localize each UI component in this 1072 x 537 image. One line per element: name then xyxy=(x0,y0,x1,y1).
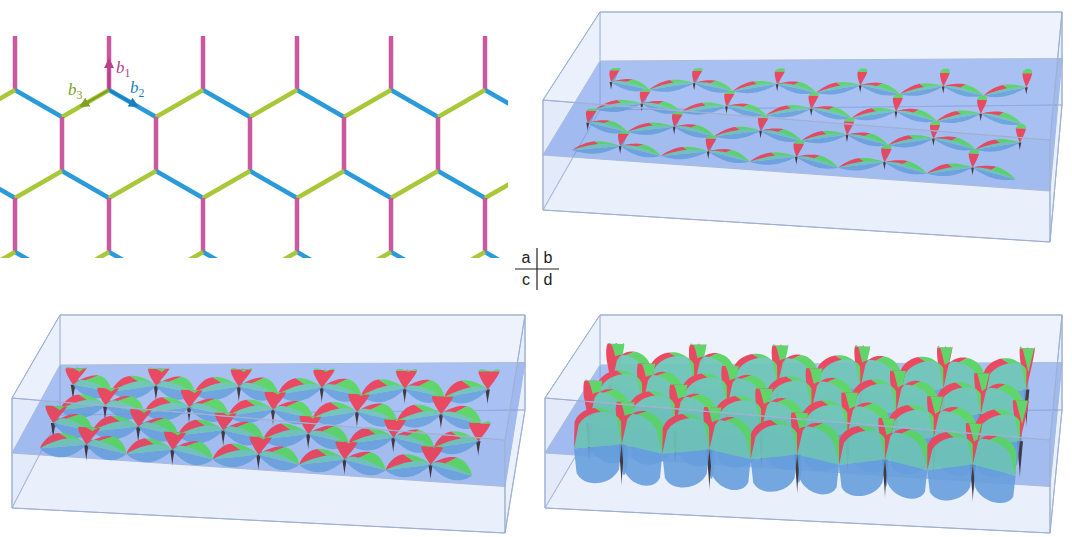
lattice-bond xyxy=(389,36,394,90)
lattice-bond xyxy=(107,198,112,252)
lattice-bond xyxy=(0,171,15,198)
lattice-bond xyxy=(15,90,62,117)
panel-letter: a xyxy=(522,249,531,267)
lattice-bond xyxy=(250,252,297,258)
panel-key-lines xyxy=(515,248,559,290)
vector-label: b1 xyxy=(116,58,130,78)
lattice-bond xyxy=(483,198,488,252)
lattice-bond xyxy=(295,36,300,90)
lattice-bond xyxy=(13,36,18,90)
lattice-bond xyxy=(109,252,156,258)
lattice-bond xyxy=(203,171,250,198)
lattice-bond xyxy=(342,117,347,171)
lattice-bond xyxy=(203,90,250,117)
lattice-bond xyxy=(297,252,344,258)
panel-letter: d xyxy=(544,271,553,289)
vector-label: b3 xyxy=(68,80,82,100)
box-top-face xyxy=(12,315,525,440)
lattice-bond xyxy=(0,90,15,117)
lattice-bond xyxy=(154,117,159,171)
lattice-bond xyxy=(344,90,391,117)
lattice-bond xyxy=(13,198,18,252)
lattice-bond xyxy=(295,198,300,252)
lattice-bond xyxy=(109,171,156,198)
lattice-bond xyxy=(60,117,65,171)
lattice-bond xyxy=(485,90,508,117)
divider-line xyxy=(536,248,537,290)
vector-label: b2 xyxy=(130,78,144,98)
lattice-bond xyxy=(201,198,206,252)
lattice-bond xyxy=(297,171,344,198)
simulation-box xyxy=(545,315,1062,533)
lattice-bond xyxy=(156,171,203,198)
lattice-bond xyxy=(250,90,297,117)
box-top-face xyxy=(545,315,1062,440)
simulation-box xyxy=(12,315,525,533)
vector-arrow xyxy=(108,60,111,90)
lattice-bond xyxy=(485,252,508,258)
lattice-bond xyxy=(15,252,62,258)
lattice-bond xyxy=(391,171,438,198)
lattice-bond xyxy=(436,117,441,171)
lattice-bond xyxy=(485,171,508,198)
panel-letter: c xyxy=(522,271,530,289)
lattice-bond xyxy=(15,171,62,198)
lattice-bond xyxy=(391,90,438,117)
lattice-bond xyxy=(344,252,391,258)
vector-arrow xyxy=(81,90,109,106)
lattice-bond xyxy=(107,36,112,90)
box-top-face xyxy=(543,12,1062,140)
lattice-bond xyxy=(344,171,391,198)
lattice-bond xyxy=(0,252,15,258)
lattice-bond xyxy=(250,171,297,198)
lattice-bond xyxy=(391,252,438,258)
honeycomb-lattice xyxy=(0,36,508,258)
basis-vectors xyxy=(81,60,137,106)
lattice-bond xyxy=(156,90,203,117)
lattice-bond xyxy=(62,171,109,198)
panel-letter: b xyxy=(544,249,553,267)
lattice-bond xyxy=(438,171,485,198)
lattice-bond xyxy=(438,252,485,258)
lattice-bond xyxy=(156,252,203,258)
lattice-bond xyxy=(203,252,250,258)
lattice-bond xyxy=(62,252,109,258)
lattice-bond xyxy=(201,36,206,90)
lattice-bond xyxy=(297,90,344,117)
simulation-box xyxy=(543,12,1062,242)
lattice-bond xyxy=(483,36,488,90)
lattice-bond xyxy=(438,90,485,117)
lattice-bond xyxy=(389,198,394,252)
lattice-bond xyxy=(248,117,253,171)
